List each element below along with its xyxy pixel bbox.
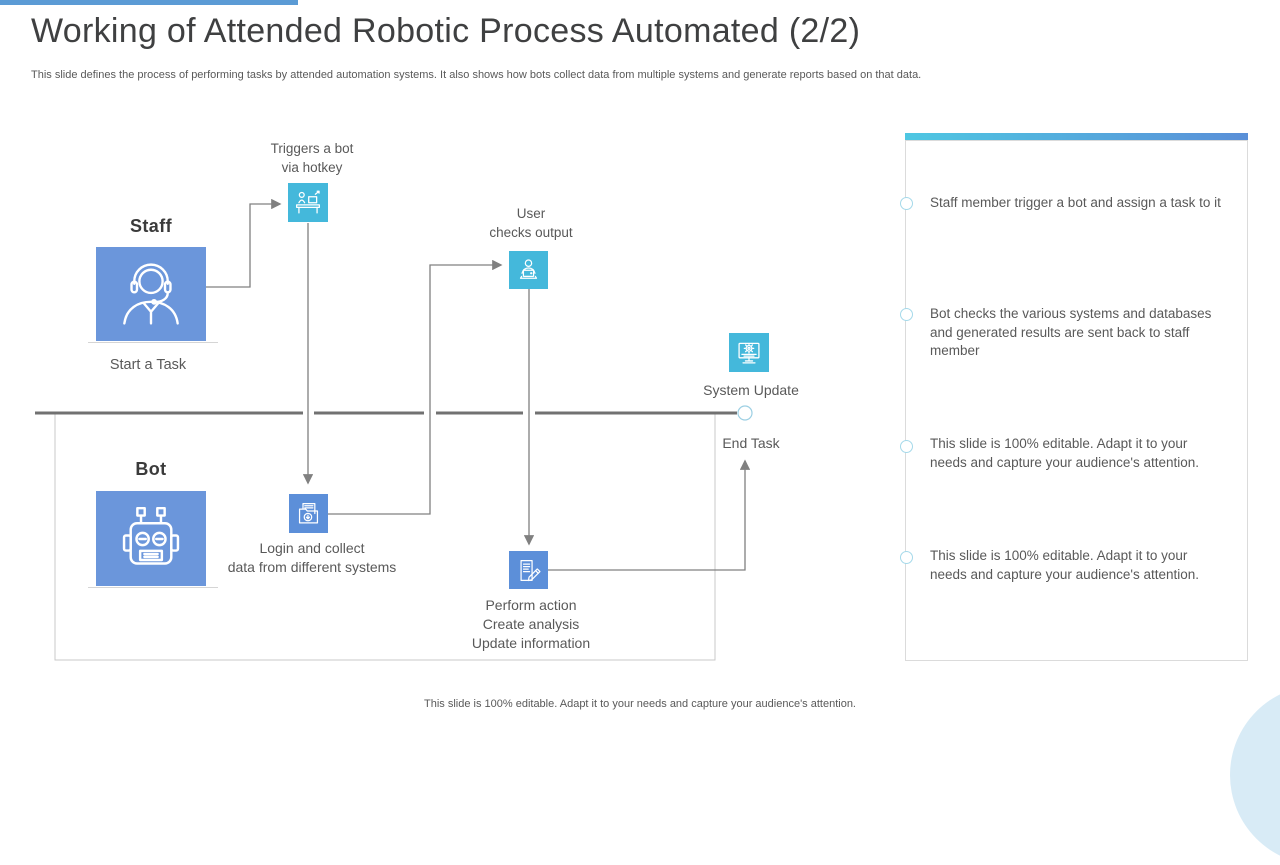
page-title: Working of Attended Robotic Process Auto… bbox=[31, 12, 861, 50]
panel-accent-bar bbox=[905, 133, 1248, 140]
headset-agent-icon bbox=[123, 263, 179, 325]
panel-bullet-1: Staff member trigger a bot and assign a … bbox=[930, 195, 1221, 210]
trigger-hotkey-step bbox=[288, 183, 328, 222]
staff-node-shadow-line bbox=[88, 342, 218, 343]
bot-lane-label: Bot bbox=[135, 459, 167, 479]
info-panel bbox=[905, 140, 1248, 661]
login-collect-label: Login and collect data from different sy… bbox=[227, 540, 397, 575]
bullet-marker bbox=[900, 197, 913, 210]
end-task-node bbox=[737, 405, 753, 421]
system-update-label: System Update bbox=[703, 382, 799, 398]
staff-node bbox=[96, 247, 206, 341]
staff-lane-label: Staff bbox=[130, 216, 172, 236]
perform-action-label: Perform action Create analysis Update in… bbox=[471, 597, 591, 651]
bot-node bbox=[96, 491, 206, 586]
trigger-hotkey-label: Triggers a bot via hotkey bbox=[270, 141, 354, 175]
user-checks-output-label: User checks output bbox=[489, 206, 573, 240]
bot-node-shadow-line bbox=[88, 587, 218, 588]
perform-action-step bbox=[509, 551, 548, 589]
login-collect-step bbox=[289, 494, 328, 533]
panel-bullet-3: This slide is 100% editable. Adapt it to… bbox=[930, 436, 1200, 470]
monitor-gear-icon bbox=[738, 342, 760, 364]
corner-decoration-circle bbox=[1230, 685, 1280, 865]
end-task-label: End Task bbox=[722, 435, 780, 451]
start-task-label: Start a Task bbox=[109, 357, 187, 373]
bullet-marker bbox=[900, 440, 913, 453]
bullet-marker bbox=[900, 551, 913, 564]
system-update-step bbox=[729, 333, 769, 372]
user-laptop-icon bbox=[519, 258, 538, 279]
footer-note: This slide is 100% editable. Adapt it to… bbox=[424, 698, 856, 710]
bullet-marker bbox=[900, 308, 913, 321]
robot-icon bbox=[122, 506, 180, 565]
panel-bullet-2: Bot checks the various systems and datab… bbox=[930, 306, 1212, 358]
connector-lines bbox=[206, 198, 751, 571]
slide-subtitle: This slide defines the process of perfor… bbox=[31, 69, 922, 81]
panel-bullet-4: This slide is 100% editable. Adapt it to… bbox=[930, 548, 1200, 582]
user-checks-output-step bbox=[509, 251, 548, 289]
hotkey-desk-icon bbox=[296, 190, 320, 214]
document-edit-icon bbox=[520, 559, 541, 581]
top-accent-bar bbox=[0, 0, 298, 5]
folder-download-icon bbox=[298, 502, 319, 524]
